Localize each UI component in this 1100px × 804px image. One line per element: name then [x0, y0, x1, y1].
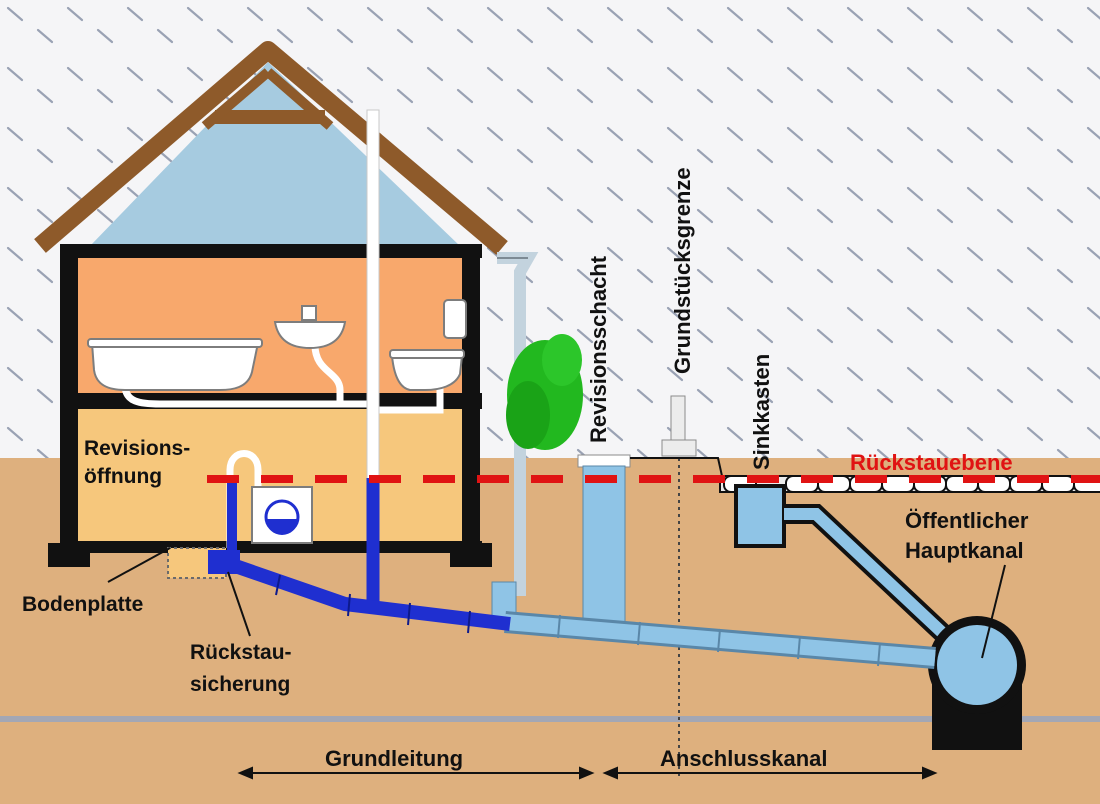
label-sinkkasten: Sinkkasten — [749, 353, 774, 470]
washing-machine-icon — [251, 486, 313, 544]
backflow-valve — [208, 550, 240, 574]
toilet-icon — [389, 299, 467, 391]
vent-stack — [366, 109, 380, 486]
bathtub-icon — [87, 338, 263, 391]
sewer-pointer — [981, 564, 1006, 659]
revision-opening-pipe — [226, 450, 262, 548]
sink-icon — [273, 305, 347, 350]
boundary-post-base — [661, 439, 697, 457]
label-hauptkanal-1: Öffentlicher — [905, 508, 1029, 533]
public-sewer — [937, 625, 1017, 705]
label-rueckstausicherung-2: sicherung — [190, 673, 291, 696]
label-revisionsschacht: Revisionsschacht — [586, 255, 611, 443]
shaft-cover — [577, 454, 631, 468]
boundary-post — [670, 395, 686, 447]
label-anschlusskanal: Anschlusskanal — [660, 746, 828, 771]
dimension-anschlusskanal — [602, 766, 938, 780]
roof-strut-right — [264, 68, 334, 130]
label-bodenplatte: Bodenplatte — [22, 593, 144, 616]
house-drain-joints — [275, 574, 471, 634]
baseplate-pointer — [107, 547, 171, 583]
label-revisionsoeffnung-1: Revisions- — [84, 437, 191, 460]
left-foundation — [48, 543, 90, 567]
upper-ceiling — [60, 244, 482, 258]
connection-pipe-joints — [557, 614, 881, 667]
label-rueckstausicherung-1: Rückstau- — [190, 641, 292, 664]
label-grundstuecksgrenze: Grundstücksgrenze — [670, 167, 695, 374]
gully-pipe — [784, 508, 955, 645]
label-hauptkanal-2: Hauptkanal — [905, 538, 1024, 563]
roof-strut-left — [201, 68, 272, 130]
tree-icon — [506, 334, 583, 450]
gully — [734, 484, 786, 548]
label-grundleitung: Grundleitung — [325, 746, 464, 771]
curb — [630, 457, 723, 477]
revision-shaft — [582, 465, 626, 639]
dimension-grundleitung — [237, 766, 595, 780]
house-drain-pipe — [215, 553, 511, 631]
roof — [34, 41, 508, 255]
backflow-valve-pointer — [227, 571, 251, 637]
right-foundation — [450, 543, 492, 567]
label-rueckstauebene: Rückstauebene — [850, 450, 1013, 475]
label-revisionsoeffnung-2: öffnung — [84, 465, 163, 488]
